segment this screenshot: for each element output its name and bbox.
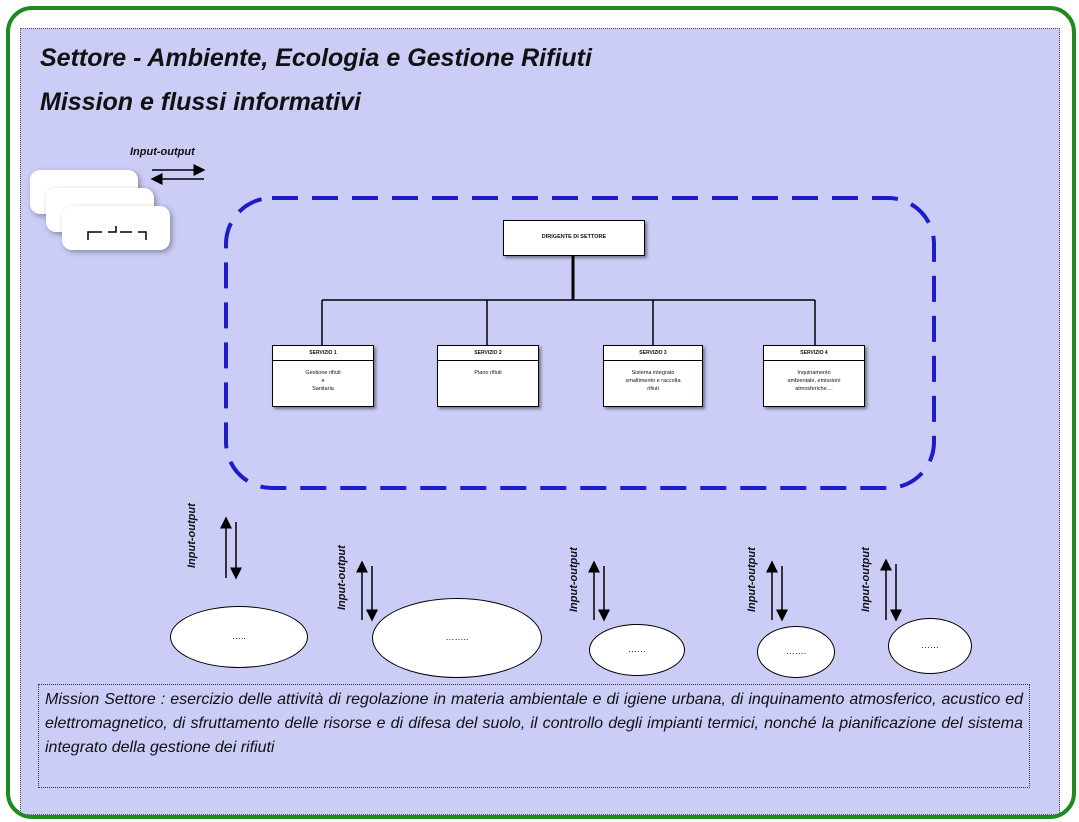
entity-ellipse-2: …….. (372, 598, 542, 678)
io-label-3: Input-output (568, 547, 580, 612)
io-label-2: Input-output (336, 545, 348, 610)
service-box-2: SERVIZIO 2 Piano rifiuti (437, 345, 539, 407)
service-4-body: Inquinamento ambientale, emissioni atmos… (787, 370, 841, 392)
service-box-4: SERVIZIO 4 Inquinamento ambientale, emis… (763, 345, 865, 407)
service-box-1: SERVIZIO 1 Gestione rifiuti e Sanitaria (272, 345, 374, 407)
service-box-3: SERVIZIO 3 Sistema integrato smaltimento… (603, 345, 703, 407)
io-label-1: Input-output (186, 503, 198, 568)
mission-text: Mission Settore : esercizio delle attivi… (38, 684, 1030, 788)
service-4-head: SERVIZIO 4 (764, 346, 864, 361)
document-icon-front (62, 206, 170, 250)
service-2-head: SERVIZIO 2 (438, 346, 538, 361)
service-1-body: Gestione rifiuti e Sanitaria (305, 370, 341, 392)
service-2-body: Piano rifiuti (474, 370, 502, 376)
diagram-subtitle: Mission e flussi informativi (40, 88, 361, 116)
service-1-head: SERVIZIO 1 (273, 346, 373, 361)
io-label-5: Input-output (860, 547, 872, 612)
diagram-title: Settore - Ambiente, Ecologia e Gestione … (40, 44, 592, 72)
entity-ellipse-4: ……. (757, 626, 835, 678)
entity-ellipse-3: …… (589, 624, 685, 676)
director-label: DIRIGENTE DI SETTORE (541, 234, 607, 240)
director-box: DIRIGENTE DI SETTORE (503, 220, 645, 256)
io-label-4: Input-output (746, 547, 758, 612)
entity-ellipse-1: ….. (170, 606, 308, 668)
service-3-body: Sistema integrato smaltimento e raccolta… (625, 370, 681, 392)
io-label-top: Input-output (130, 146, 195, 158)
entity-ellipse-5: …… (888, 618, 972, 674)
document-glyph-icon (87, 226, 147, 240)
service-3-head: SERVIZIO 3 (604, 346, 702, 361)
